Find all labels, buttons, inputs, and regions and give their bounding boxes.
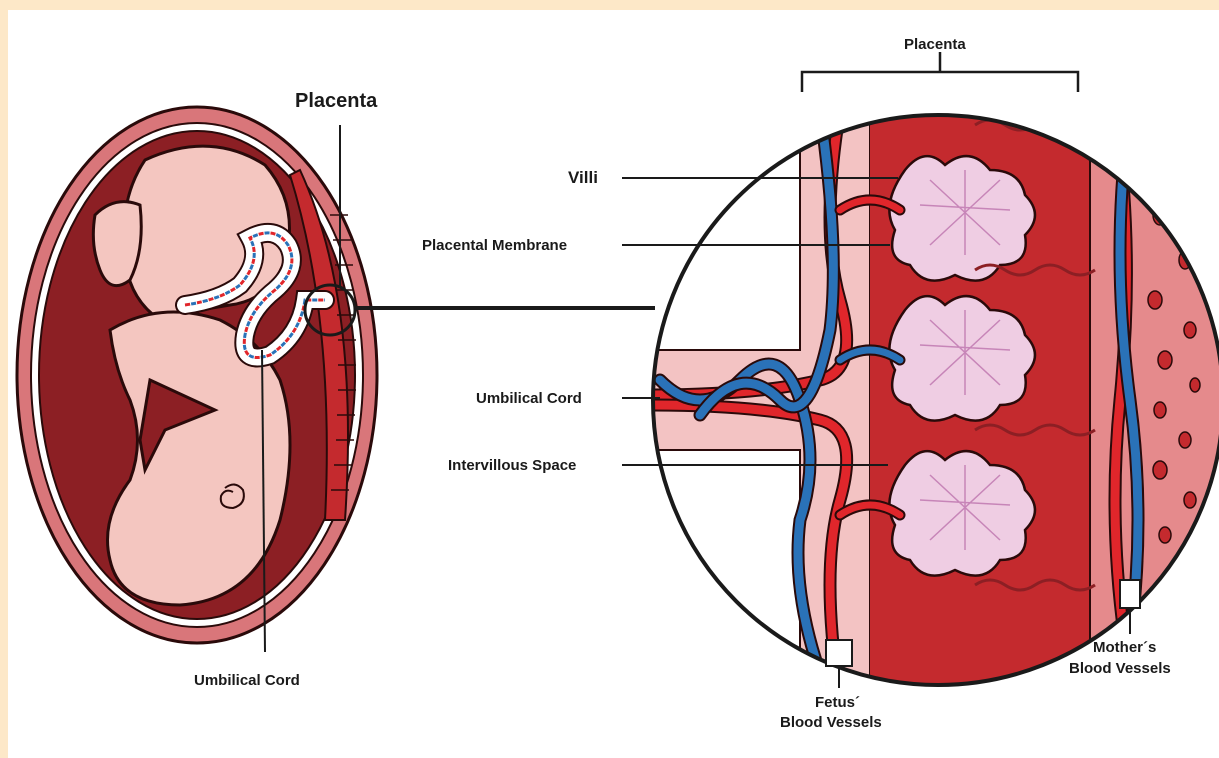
umbilical-cord-right-label: Umbilical Cord: [476, 390, 582, 407]
uterus-illustration: [17, 107, 655, 643]
fetus-vessels-label-line2: Blood Vessels: [780, 714, 882, 731]
villi-cluster: [889, 156, 1035, 576]
placental-membrane-label: Placental Membrane: [422, 237, 567, 254]
villus-1: [889, 156, 1035, 281]
villi-label: Villi: [568, 168, 598, 187]
placenta-top-label: Placenta: [904, 36, 966, 53]
mother-vessels-label-line2: Blood Vessels: [1069, 660, 1171, 677]
mother-vessels-label-line1: Mother´s: [1093, 639, 1156, 656]
intervillous-space-label: Intervillous Space: [448, 457, 576, 474]
fetus: [93, 146, 290, 605]
placenta-bracket: [802, 52, 1078, 92]
fetus-vessels-label-line1: Fetus´: [815, 694, 860, 711]
umbilical-cord-left-label: Umbilical Cord: [194, 672, 300, 689]
placenta-left-label: Placenta: [295, 90, 378, 112]
villus-2: [889, 296, 1035, 421]
fetus-hand: [93, 202, 141, 286]
villus-3: [889, 451, 1035, 576]
